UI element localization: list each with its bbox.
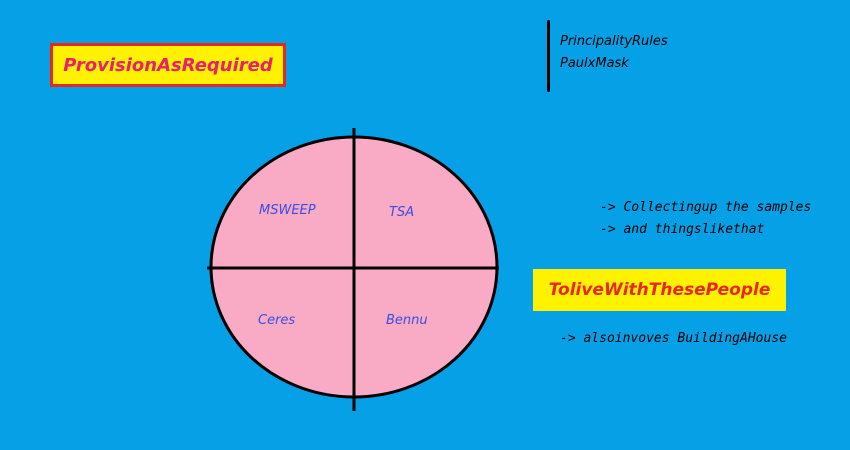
note-line-2: PaulxMask	[560, 56, 629, 71]
people-box: ToliveWithThesePeople	[533, 269, 786, 311]
quadrant-label-bottom-left: Ceres	[258, 313, 295, 328]
quadrant-label-top-right: TSA	[389, 205, 414, 220]
notes-bracket-line	[547, 20, 550, 92]
bullet-line-2: -> and thingslikethat	[600, 222, 765, 237]
quadrant-label-top-left: MSWEEP	[259, 203, 316, 218]
note-line-1: PrincipalityRules	[560, 34, 668, 49]
quadrant-label-bottom-right: Bennu	[386, 313, 428, 328]
title-text: ProvisionAsRequired	[63, 54, 273, 76]
bullet-line-1: -> Collectingup the samples	[600, 200, 812, 215]
people-note: -> alsoinvoves BuildingAHouse	[560, 331, 787, 346]
people-text: ToliveWithThesePeople	[548, 280, 771, 300]
title-box: ProvisionAsRequired	[50, 43, 286, 87]
